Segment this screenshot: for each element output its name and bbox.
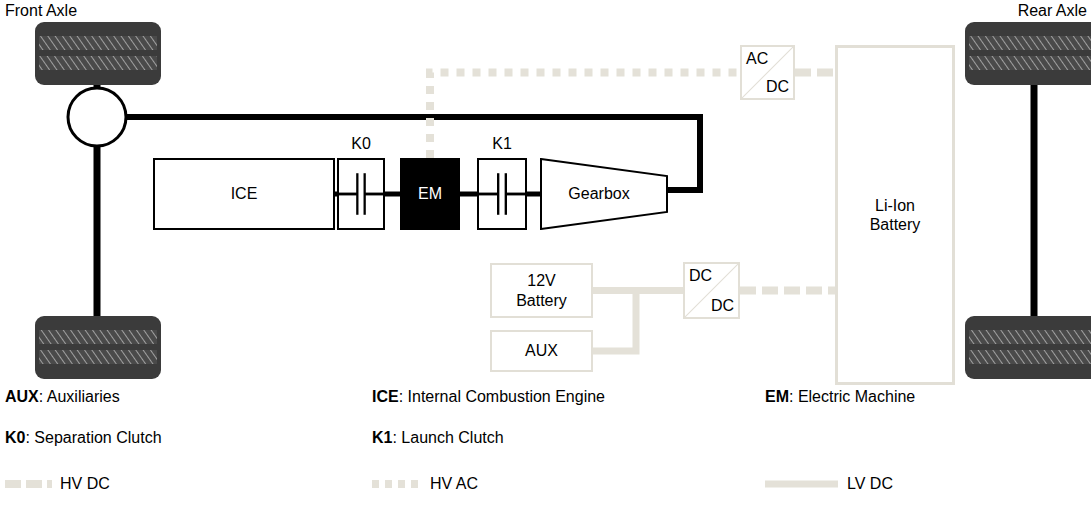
abbreviation-meaning: : Electric Machine	[789, 387, 915, 406]
legend-sample-hvac	[372, 484, 420, 485]
legend-label: LV DC	[847, 474, 893, 493]
auxiliaries-box: AUX	[490, 330, 593, 372]
abbreviation-meaning: : Separation Clutch	[25, 428, 161, 447]
front-wheel	[35, 316, 161, 379]
converter-box: DC DC	[683, 262, 740, 319]
battery-box: Li-Ion Battery	[835, 45, 955, 385]
abbreviation: AUX	[5, 387, 39, 406]
abbreviation-meaning: : Auxiliaries	[39, 387, 120, 406]
shaft-line	[385, 192, 400, 197]
node-label: AC	[746, 49, 768, 68]
abbreviation: K0	[5, 428, 25, 447]
node-label: ICE	[231, 184, 258, 203]
node-label: DC	[766, 77, 789, 96]
rear-wheel	[965, 316, 1091, 379]
node-label: K1	[492, 134, 512, 153]
hv-dc-line	[795, 69, 835, 77]
electric-machine-box: EM	[400, 158, 460, 230]
shaft-line	[527, 192, 540, 197]
node-label: DC	[711, 296, 734, 315]
abbreviation-meaning: : Internal Combustion Engine	[399, 387, 605, 406]
battery-box: 12V Battery	[490, 263, 593, 318]
abbreviation-meaning: : Launch Clutch	[392, 428, 503, 447]
abbreviation: K1	[372, 428, 392, 447]
rear-axle-shaft	[1031, 84, 1038, 318]
node-label: Li-Ion Battery	[859, 196, 931, 234]
node-label: Gearbox	[568, 184, 629, 203]
gearbox-trapezoid: Gearbox	[540, 158, 668, 230]
legend-sample-hvdc	[5, 484, 52, 485]
engine-box: ICE	[153, 158, 335, 230]
clutch-symbol	[339, 160, 383, 228]
clutch-symbol	[479, 160, 525, 228]
converter-box: AC DC	[740, 45, 795, 100]
abbreviation: ICE	[372, 387, 399, 406]
rear-wheel	[965, 22, 1091, 85]
legend-label: HV AC	[430, 474, 478, 493]
node-label: EM	[418, 184, 442, 203]
hv-dc-line	[740, 287, 835, 295]
legend-sample-lvdc	[765, 484, 838, 485]
clutch-box: K1	[477, 158, 527, 230]
clutch-box: K0	[337, 158, 385, 230]
node-label: AUX	[525, 341, 558, 360]
shaft-line	[460, 192, 477, 197]
node-label: 12V Battery	[506, 271, 578, 309]
axle-label: Front Axle	[5, 1, 77, 20]
differential	[68, 88, 126, 146]
lv-dc-line	[593, 291, 683, 352]
node-label: DC	[689, 266, 712, 285]
node-label: K0	[351, 134, 371, 153]
axle-label: Rear Axle	[1018, 1, 1087, 20]
front-wheel	[35, 22, 161, 85]
abbreviation: EM	[765, 387, 789, 406]
legend-label: HV DC	[60, 474, 110, 493]
hv-ac-line	[430, 73, 740, 159]
